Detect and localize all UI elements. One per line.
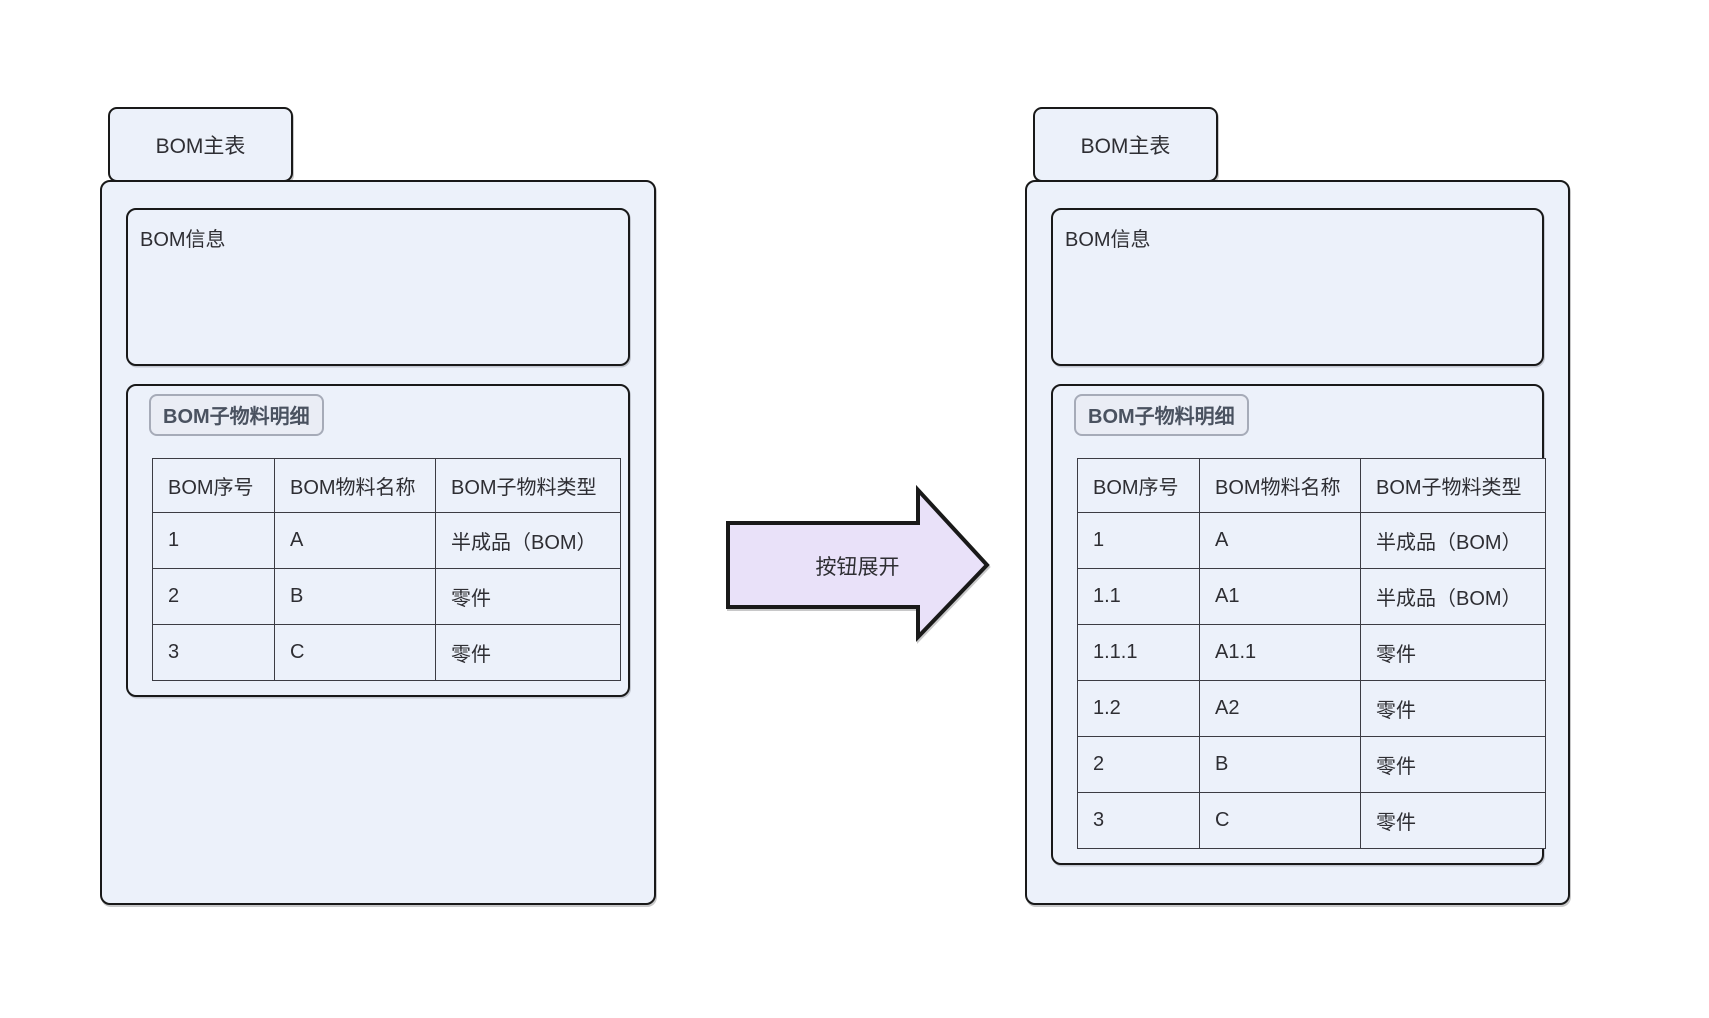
table-cell: A <box>274 512 436 569</box>
bom-detail-badge: BOM子物料明细 <box>149 394 324 436</box>
table-cell: B <box>1199 736 1361 793</box>
bom-main-table-tab: BOM主表 <box>1033 107 1218 182</box>
table-cell: 半成品（BOM） <box>435 512 621 569</box>
table-cell: 2 <box>1077 736 1200 793</box>
table-cell: 零件 <box>1360 624 1546 681</box>
table-cell: 1.2 <box>1077 680 1200 737</box>
table-header-cell: BOM序号 <box>1077 458 1200 513</box>
bom-main-table-tab-label: BOM主表 <box>155 134 246 158</box>
bom-info-box: BOM信息 <box>126 208 630 366</box>
table-cell: 3 <box>152 624 275 681</box>
table-cell: A2 <box>1199 680 1361 737</box>
table-cell: 零件 <box>435 568 621 625</box>
table-cell: 1 <box>1077 512 1200 569</box>
table-header-cell: BOM物料名称 <box>274 458 436 513</box>
bom-main-table-tab: BOM主表 <box>108 107 293 182</box>
table-cell: 零件 <box>1360 680 1546 737</box>
table-header-cell: BOM物料名称 <box>1199 458 1361 513</box>
table-cell: 零件 <box>1360 736 1546 793</box>
bom-info-box: BOM信息 <box>1051 208 1544 366</box>
table-cell: 3 <box>1077 792 1200 849</box>
block-arrow-right-icon <box>726 484 990 642</box>
table-header-cell: BOM子物料类型 <box>435 458 621 513</box>
table-cell: C <box>1199 792 1361 849</box>
table-cell: 零件 <box>1360 792 1546 849</box>
table-cell: 零件 <box>435 624 621 681</box>
expand-arrow: 按钮展开 <box>720 484 992 644</box>
table-cell: 2 <box>152 568 275 625</box>
expand-arrow-label: 按钮展开 <box>815 556 900 579</box>
table-cell: B <box>274 568 436 625</box>
table-header-cell: BOM子物料类型 <box>1360 458 1546 513</box>
bom-detail-badge: BOM子物料明细 <box>1074 394 1249 436</box>
table-cell: 半成品（BOM） <box>1360 568 1546 625</box>
table-cell: 半成品（BOM） <box>1360 512 1546 569</box>
table-cell: 1.1.1 <box>1077 624 1200 681</box>
bom-main-table-tab-label: BOM主表 <box>1080 134 1171 158</box>
bom-info-label: BOM信息 <box>1065 229 1151 251</box>
table-cell: A1.1 <box>1199 624 1361 681</box>
table-cell: A <box>1199 512 1361 569</box>
bom-info-label: BOM信息 <box>140 229 226 251</box>
table-cell: C <box>274 624 436 681</box>
table-cell: 1.1 <box>1077 568 1200 625</box>
table-cell: 1 <box>152 512 275 569</box>
table-cell: A1 <box>1199 568 1361 625</box>
table-header-cell: BOM序号 <box>152 458 275 513</box>
